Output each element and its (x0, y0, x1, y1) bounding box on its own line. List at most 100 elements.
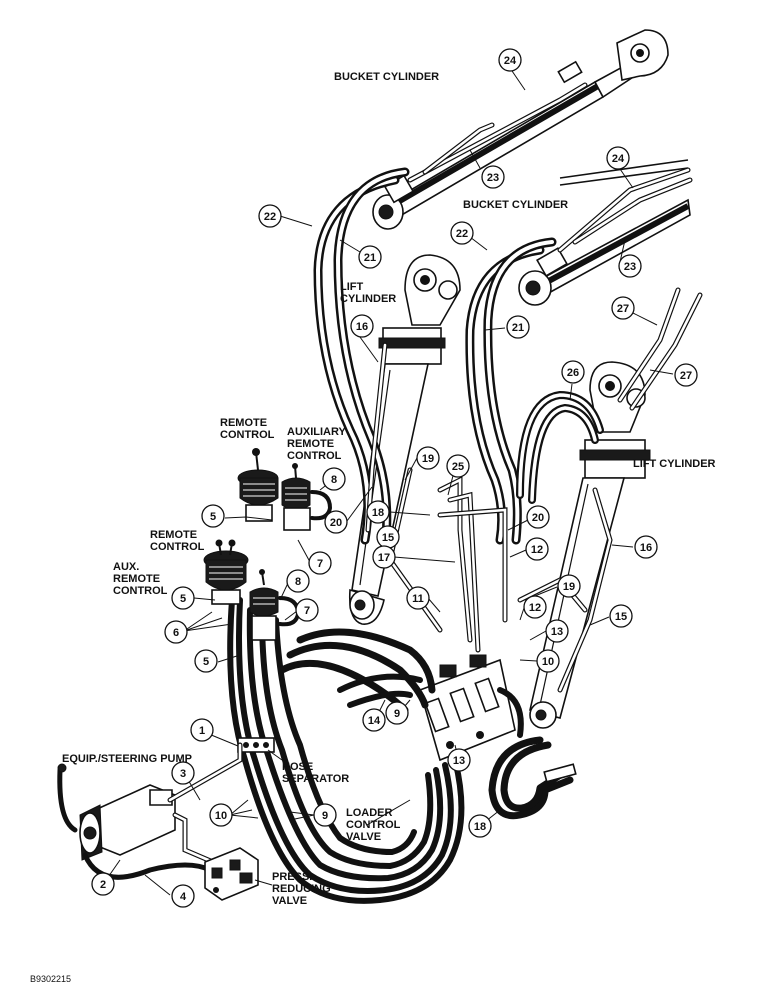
label-equip-steering-pump: EQUIP./STEERING PUMP (62, 753, 192, 765)
callout-20: 20 (526, 505, 550, 529)
callout-27: 27 (611, 296, 635, 320)
callout-circle (545, 619, 569, 643)
label-lift-cylinder-1-b: CYLINDER (340, 293, 396, 305)
label-hose-separator-a: HOSE (282, 761, 313, 773)
callout-21: 21 (358, 245, 382, 269)
callout-circle (557, 574, 581, 598)
label-aux-remote-control-1-c: CONTROL (287, 450, 342, 462)
callout-number: 12 (531, 544, 543, 556)
callout-15: 15 (376, 525, 400, 549)
figure-ref: B9302215 (30, 974, 71, 984)
callout-14: 14 (362, 708, 386, 732)
label-aux-remote-control-2-a: AUX. (113, 561, 139, 573)
callout-number: 5 (180, 593, 186, 605)
callout-19: 19 (416, 446, 440, 470)
callout-number: 12 (529, 602, 541, 614)
callout-number: 8 (295, 576, 301, 588)
callout-number: 3 (180, 768, 186, 780)
callout-number: 13 (551, 626, 563, 638)
callout-16: 16 (634, 535, 658, 559)
callout-circle (194, 649, 218, 673)
label-press-reducing-valve-b: REDUCING (272, 883, 331, 895)
callout-number: 18 (474, 821, 486, 833)
callout-number: 7 (304, 605, 310, 617)
callout-5: 5 (194, 649, 218, 673)
callout-16: 16 (350, 314, 374, 338)
label-aux-remote-control-1-b: REMOTE (287, 438, 334, 450)
callout-9: 9 (385, 701, 409, 725)
callout-circle (366, 500, 390, 524)
remote-control-1 (237, 448, 279, 522)
callout-13: 13 (447, 748, 471, 772)
callout-19: 19 (557, 574, 581, 598)
callout-circle (446, 454, 470, 478)
callout-circle (674, 363, 698, 387)
callout-number: 25 (452, 461, 464, 473)
callout-27: 27 (674, 363, 698, 387)
callout-circle (201, 504, 225, 528)
callout-6: 6 (164, 620, 188, 644)
callout-20: 20 (324, 510, 348, 534)
callout-number: 7 (317, 558, 323, 570)
label-remote-control-2-b: CONTROL (150, 541, 205, 553)
label-press-reducing-valve-c: VALVE (272, 895, 307, 907)
callout-18: 18 (366, 500, 390, 524)
callout-circle (481, 165, 505, 189)
label-hose-separator-b: SEPARATOR (282, 773, 349, 785)
callout-circle (308, 551, 332, 575)
callout-26: 26 (561, 360, 585, 384)
callout-circle (634, 535, 658, 559)
aux-remote-control-1 (281, 463, 332, 531)
callout-circle (286, 569, 310, 593)
remote-control-2 (203, 539, 249, 605)
callout-number: 23 (487, 172, 499, 184)
label-remote-control-1-b: CONTROL (220, 429, 275, 441)
callout-21: 21 (506, 315, 530, 339)
callout-9: 9 (313, 803, 337, 827)
callout-number: 14 (368, 715, 381, 727)
callout-number: 19 (563, 581, 575, 593)
callout-circle (525, 537, 549, 561)
label-aux-remote-control-2-c: CONTROL (113, 585, 168, 597)
callout-8: 8 (286, 569, 310, 593)
callout-22: 22 (258, 204, 282, 228)
callout-circle (91, 872, 115, 896)
callout-10: 10 (536, 649, 560, 673)
callout-number: 27 (617, 303, 629, 315)
callout-circle (190, 718, 214, 742)
callout-number: 8 (331, 474, 337, 486)
callout-13: 13 (545, 619, 569, 643)
callout-22: 22 (450, 221, 474, 245)
callout-circle (324, 510, 348, 534)
callout-circle (606, 146, 630, 170)
callout-circle (258, 204, 282, 228)
callout-circle (506, 315, 530, 339)
callout-12: 12 (523, 595, 547, 619)
callout-8: 8 (322, 467, 346, 491)
callout-number: 5 (210, 511, 216, 523)
callout-circle (313, 803, 337, 827)
callout-18: 18 (468, 814, 492, 838)
hose-18-loop (488, 736, 577, 820)
callout-number: 20 (532, 512, 544, 524)
label-press-reducing-valve-a: PRESS. (272, 871, 312, 883)
callout-number: 26 (567, 367, 579, 379)
callout-circle (618, 254, 642, 278)
callout-10: 10 (209, 803, 233, 827)
lift-cylinder-1 (348, 254, 461, 625)
callout-circle (526, 505, 550, 529)
callout-circle (561, 360, 585, 384)
cylinder-hoses (313, 167, 604, 553)
callout-number: 21 (364, 252, 376, 264)
callout-circle (536, 649, 560, 673)
callout-25: 25 (446, 454, 470, 478)
callout-number: 18 (372, 507, 384, 519)
callout-number: 2 (100, 879, 106, 891)
loader-control-valve (419, 654, 516, 762)
callout-2: 2 (91, 872, 115, 896)
callout-number: 20 (330, 517, 342, 529)
callout-5: 5 (201, 504, 225, 528)
callout-circle (406, 586, 430, 610)
callout-circle (358, 245, 382, 269)
